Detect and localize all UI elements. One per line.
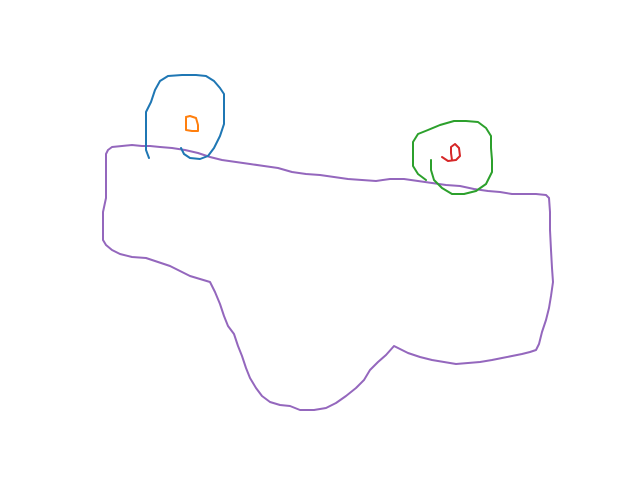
blue-loop-stroke <box>145 74 225 160</box>
red-mark-stroke <box>441 143 461 162</box>
purple-outline-stroke <box>102 144 554 411</box>
orange-mark-stroke <box>185 115 199 132</box>
green-loop-stroke <box>412 120 493 195</box>
